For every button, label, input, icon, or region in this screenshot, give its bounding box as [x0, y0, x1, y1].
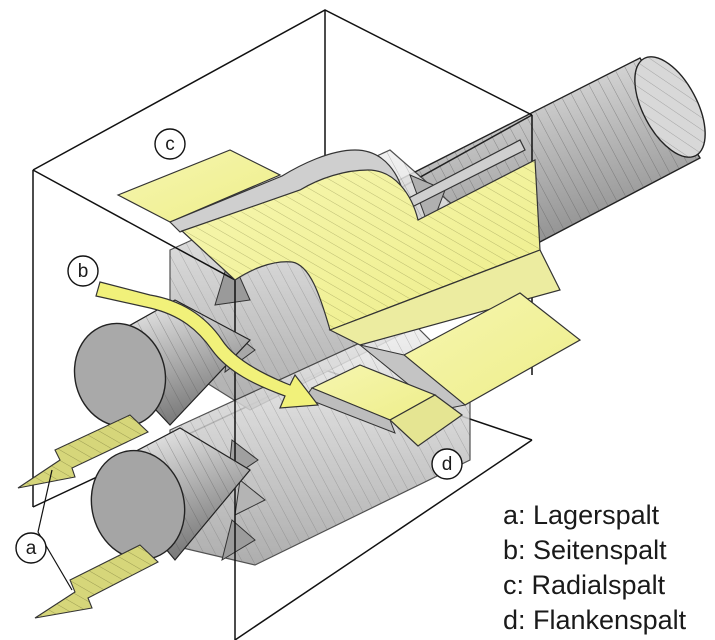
radial-gap-sheet: [116, 139, 582, 411]
callout-d-label: d: [442, 454, 453, 475]
callout-a-leaders: [37, 469, 73, 591]
callout-c-label: c: [165, 134, 175, 155]
bearing-gap-arrows: [17, 414, 159, 619]
callout-a: a: [15, 532, 47, 564]
legend-item-radial-gap: c: Radialspalt: [503, 570, 666, 600]
side-gap-flow-arrow: [95, 281, 320, 409]
legend: a: Lagerspalt b: Seitenspalt c: Radialsp…: [503, 498, 686, 638]
lower-shaft-stub: [90, 427, 251, 561]
callout-c: c: [154, 128, 186, 160]
flank-gap-sheet: [304, 364, 464, 447]
callout-b: b: [67, 255, 99, 287]
legend-item-side-gap: b: Seitenspalt: [503, 535, 667, 565]
callout-a-label: a: [26, 538, 37, 559]
legend-item-flank-gap: d: Flankenspalt: [503, 605, 687, 635]
callout-d: d: [431, 448, 463, 480]
legend-item-bearing-gap: a: Lagerspalt: [503, 500, 660, 530]
callout-b-label: b: [78, 261, 89, 282]
